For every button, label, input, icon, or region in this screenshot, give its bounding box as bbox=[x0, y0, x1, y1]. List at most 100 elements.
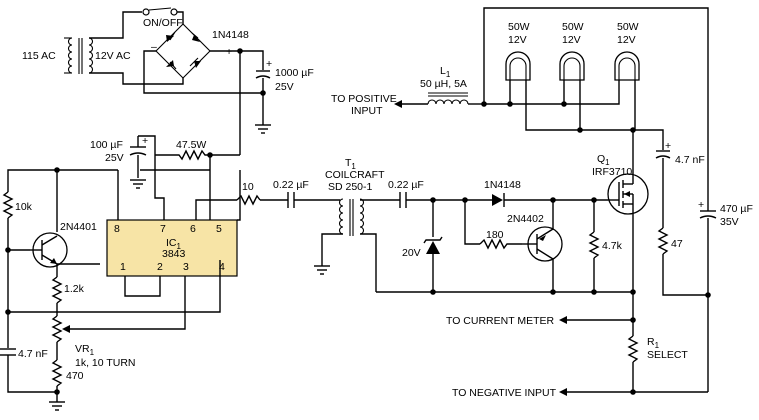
ic-pin5: 5 bbox=[216, 223, 222, 235]
transistor-2n4402 bbox=[522, 226, 563, 262]
cap100-plus: + bbox=[142, 135, 148, 147]
cap4-7nf-right-label: 4.7 nF bbox=[675, 154, 705, 166]
resistor-10 bbox=[236, 194, 261, 206]
ic-pin6: 6 bbox=[190, 223, 196, 235]
capacitor-1000uf bbox=[255, 70, 271, 79]
ground-symbol-3 bbox=[49, 401, 65, 411]
mosfet-q1 bbox=[607, 170, 649, 215]
capacitor-4-7nf-right bbox=[655, 150, 671, 159]
capacitor-022uf-a bbox=[287, 192, 295, 208]
bridge-plus: + bbox=[226, 46, 232, 58]
ic-pin7: 7 bbox=[160, 223, 166, 235]
diode-1n4148-label: 1N4148 bbox=[484, 179, 521, 191]
lamp3-power: 50W bbox=[617, 21, 639, 33]
cap4-7nf-left-label: 4.7 nF bbox=[18, 348, 48, 360]
pulse-transformer-t1 bbox=[338, 198, 365, 236]
resistor-180 bbox=[479, 238, 522, 250]
res47-5-label: 47.5W bbox=[176, 139, 206, 151]
resistor-r1-select bbox=[627, 335, 639, 363]
res10-label: 10 bbox=[242, 181, 254, 193]
lamp2-voltage: 12V bbox=[562, 34, 581, 46]
to-positive-label-1: TO POSITIVE bbox=[331, 93, 397, 105]
t1-name: T1 bbox=[345, 157, 356, 171]
capacitor-100uf bbox=[129, 136, 147, 178]
resistor-4-7k bbox=[588, 231, 600, 259]
to-positive-label-2: INPUT bbox=[351, 105, 383, 117]
cap470-value: 470 µF bbox=[720, 203, 753, 215]
diode-1n4148 bbox=[492, 193, 505, 207]
lamp1-power: 50W bbox=[508, 21, 530, 33]
lamp-1 bbox=[505, 51, 531, 81]
lamp2-power: 50W bbox=[562, 21, 584, 33]
cap1000-value: 1000 µF bbox=[275, 67, 314, 79]
r1-name: R1 bbox=[647, 336, 660, 350]
resistor-47 bbox=[657, 227, 669, 255]
bridge-diode-label: 1N4148 bbox=[212, 29, 249, 41]
ic-3843 bbox=[106, 219, 238, 277]
res10k-label: 10k bbox=[15, 201, 33, 213]
cap1000-voltage: 25V bbox=[275, 81, 294, 93]
cap100-value: 100 µF bbox=[90, 139, 123, 151]
res4-7k-label: 4.7k bbox=[602, 240, 623, 252]
bridge-rectifier bbox=[155, 23, 211, 79]
ic-name: IC1 bbox=[166, 237, 182, 251]
resistor-47-5w bbox=[172, 149, 210, 161]
ground-symbol-2 bbox=[130, 179, 146, 189]
capacitor-022uf-b bbox=[399, 192, 407, 208]
res47-label: 47 bbox=[671, 238, 683, 250]
potentiometer-vr1 bbox=[51, 315, 70, 343]
t1-make: COILCRAFT bbox=[325, 169, 385, 181]
resistor-10k bbox=[2, 191, 14, 219]
ac-output-label: 12V AC bbox=[95, 50, 131, 62]
transistor-2n4401 bbox=[30, 232, 68, 268]
lamp1-voltage: 12V bbox=[508, 34, 527, 46]
r1-select-label: SELECT bbox=[647, 349, 688, 361]
cap470-voltage: 35V bbox=[720, 216, 739, 228]
cap022b-label: 0.22 µF bbox=[388, 179, 424, 191]
vr1-name: VR1 bbox=[75, 343, 95, 357]
q2n4402-label: 2N4402 bbox=[507, 213, 544, 225]
input-transformer bbox=[64, 37, 94, 74]
to-current-meter-label: TO CURRENT METER bbox=[446, 315, 555, 327]
cap4-7nf-right-plus: + bbox=[665, 140, 671, 152]
resistor-1-2k bbox=[51, 276, 63, 304]
lamp-3 bbox=[614, 51, 640, 81]
vr1-value: 1k, 10 TURN bbox=[75, 357, 136, 369]
ground-symbol-1 bbox=[255, 124, 271, 134]
ic-pin3: 3 bbox=[183, 261, 189, 273]
lamp-2 bbox=[559, 51, 585, 81]
capacitor-470uf bbox=[699, 210, 717, 219]
ic-pin8: 8 bbox=[114, 223, 120, 235]
to-negative-input-label: TO NEGATIVE INPUT bbox=[452, 387, 557, 399]
res470-label: 470 bbox=[66, 370, 84, 382]
q1-part: IRF3710 bbox=[592, 166, 632, 178]
inductor-l1 bbox=[427, 92, 469, 105]
cap022a-label: 0.22 µF bbox=[273, 179, 309, 191]
ground-symbol-4 bbox=[314, 265, 330, 275]
ac-input-label: 115 AC bbox=[22, 50, 56, 62]
ic-pin2: 2 bbox=[157, 261, 163, 273]
ic-part: 3843 bbox=[162, 248, 186, 260]
res1-2k-label: 1.2k bbox=[64, 283, 85, 295]
cap470-plus: + bbox=[698, 199, 704, 211]
bridge-minus: – bbox=[151, 41, 157, 53]
res180-label: 180 bbox=[486, 229, 504, 241]
lamp3-voltage: 12V bbox=[617, 34, 636, 46]
zener-diode-20v bbox=[423, 236, 443, 254]
q2n4401-label: 2N4401 bbox=[60, 221, 97, 233]
l1-name: L1 bbox=[440, 65, 451, 79]
t1-part: SD 250-1 bbox=[328, 181, 373, 193]
l1-value: 50 µH, 5A bbox=[420, 78, 467, 90]
resistor-470 bbox=[51, 359, 63, 387]
on-off-switch bbox=[142, 7, 178, 16]
cap100-voltage: 25V bbox=[105, 152, 124, 164]
q1-name: Q1 bbox=[597, 153, 610, 167]
ic-pin1: 1 bbox=[120, 261, 126, 273]
zener-label: 20V bbox=[402, 247, 421, 259]
switch-label: ON/OFF bbox=[143, 17, 183, 29]
ic-pin4: 4 bbox=[219, 261, 225, 273]
capacitor-4-7nf-left bbox=[0, 348, 16, 356]
cap1000-plus: + bbox=[266, 58, 272, 70]
